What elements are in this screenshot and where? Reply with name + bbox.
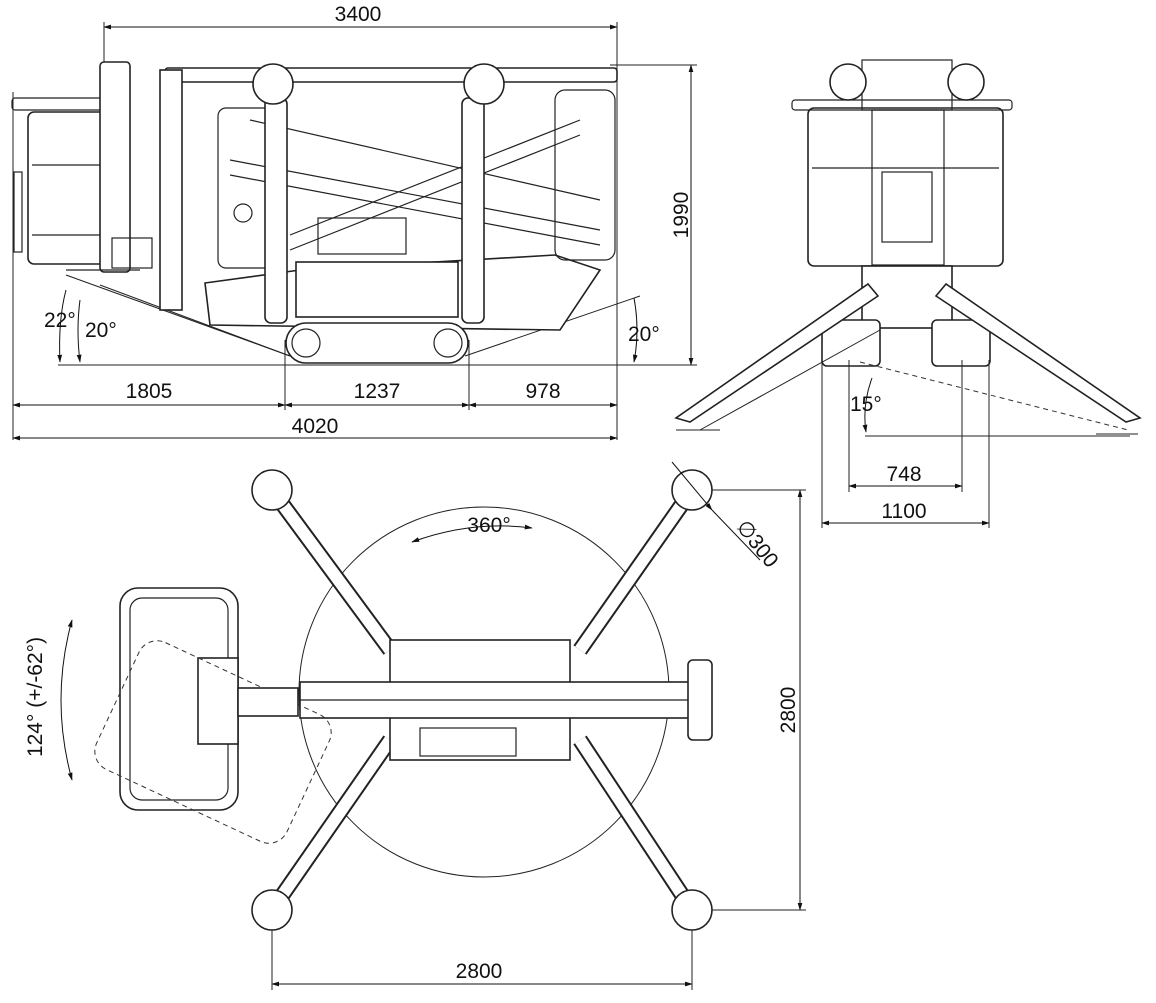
side-view: 3400 1990 22° 20° 20° 1805 1237 978 4020: [11, 3, 697, 441]
top-view: 360° ∅300 2800 2800 124° (+/-62°): [24, 461, 806, 990]
side-chassis: [159, 63, 618, 364]
front-outrigger-right: [934, 282, 1142, 423]
side-control-box: [317, 217, 407, 255]
top-pad-sw: [251, 889, 293, 931]
top-pad-nw: [251, 469, 293, 511]
label-2800-vertical: 2800: [777, 687, 800, 734]
label-angle-20-left: 20°: [85, 319, 117, 342]
top-pad-se: [671, 889, 713, 931]
label-angle-20-right: 20°: [628, 323, 660, 346]
label-3400: 3400: [335, 3, 382, 26]
side-pad-rear: [463, 63, 505, 105]
label-4020: 4020: [292, 415, 339, 438]
side-basket: [11, 61, 153, 273]
front-track-right: [931, 319, 991, 367]
basket-rotation-arrow: [60, 619, 73, 781]
label-angle-15: 15°: [850, 393, 882, 416]
label-1990: 1990: [670, 192, 693, 239]
side-outrigger-rear: [461, 97, 485, 324]
side-track: [285, 322, 469, 364]
label-pad-diameter: ∅300: [732, 516, 783, 572]
label-angle-22: 22°: [44, 309, 76, 332]
label-748: 748: [886, 463, 921, 486]
label-360: 360°: [467, 514, 510, 537]
label-1805: 1805: [126, 380, 173, 403]
front-view: 15° 748 1100: [674, 59, 1142, 528]
label-1237: 1237: [354, 380, 401, 403]
side-pad-front: [252, 63, 294, 105]
top-basket-rotated: [94, 640, 332, 844]
front-outrigger-left: [674, 282, 880, 423]
side-outrigger-front: [264, 97, 288, 324]
label-basket-rotation: 124° (+/-62°): [24, 637, 47, 757]
top-pad-ne: [671, 469, 713, 511]
label-2800-horizontal: 2800: [456, 960, 503, 983]
label-978: 978: [525, 380, 560, 403]
label-1100: 1100: [881, 500, 926, 523]
rotation-arrow: [411, 524, 533, 543]
